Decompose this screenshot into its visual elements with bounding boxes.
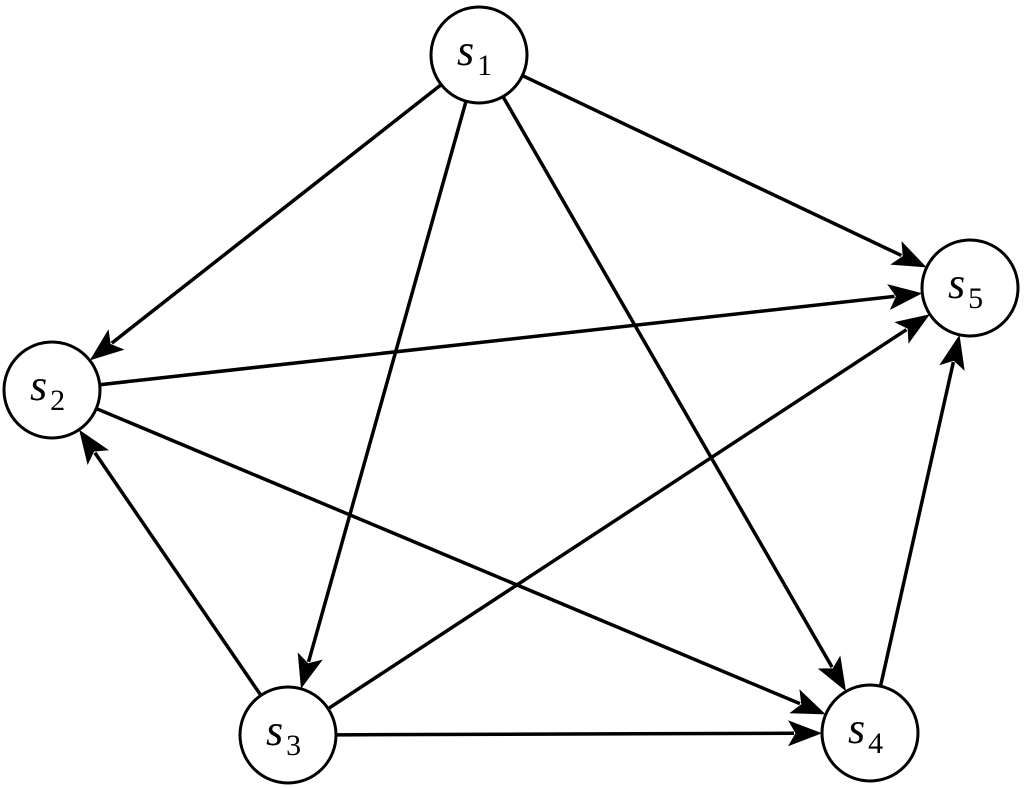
edge-line [93, 451, 263, 697]
node-subscript: 4 [868, 727, 883, 760]
node-circle [429, 5, 529, 105]
arrowhead [887, 284, 923, 310]
arrowhead [297, 652, 323, 689]
node-letter: s [948, 259, 965, 308]
edge-s1-s4 [501, 95, 846, 692]
edge-s1-s3 [297, 100, 468, 689]
edge-s4-s5 [878, 334, 965, 687]
arrowhead [939, 334, 965, 371]
edge-line [95, 406, 801, 706]
edge-s1-s5 [521, 73, 927, 268]
edge-s3-s4 [335, 720, 822, 747]
edge-line [501, 95, 834, 669]
node-letter: s [266, 706, 283, 755]
arrowhead [890, 241, 927, 268]
node-letter: s [457, 26, 474, 75]
edges-layer [79, 73, 965, 747]
node-circle [820, 683, 920, 783]
node-circle [238, 685, 338, 785]
edge-line [99, 294, 895, 387]
node-circle [920, 238, 1020, 338]
edge-line [878, 361, 956, 687]
edge-line [327, 328, 908, 711]
edge-line [335, 731, 795, 737]
arrowhead [79, 429, 109, 465]
arrowhead [789, 689, 826, 715]
node-subscript: 5 [968, 282, 983, 315]
node-letter: s [30, 361, 47, 410]
node-circle [2, 340, 102, 440]
node-subscript: 3 [286, 729, 301, 762]
edge-s3-s5 [327, 314, 930, 711]
node-subscript: 2 [50, 384, 65, 417]
arrowhead [788, 720, 822, 747]
node-subscript: 1 [477, 49, 492, 82]
edge-s2-s4 [95, 406, 826, 715]
edge-s2-s5 [99, 284, 923, 387]
edge-s3-s2 [79, 429, 263, 697]
edge-line [521, 73, 903, 257]
edge-line [110, 83, 443, 345]
arrowhead [817, 655, 846, 692]
edge-s1-s2 [89, 83, 443, 361]
node-letter: s [848, 704, 865, 753]
arrowhead [89, 329, 125, 361]
edge-line [306, 100, 468, 663]
arrowhead [894, 314, 930, 344]
